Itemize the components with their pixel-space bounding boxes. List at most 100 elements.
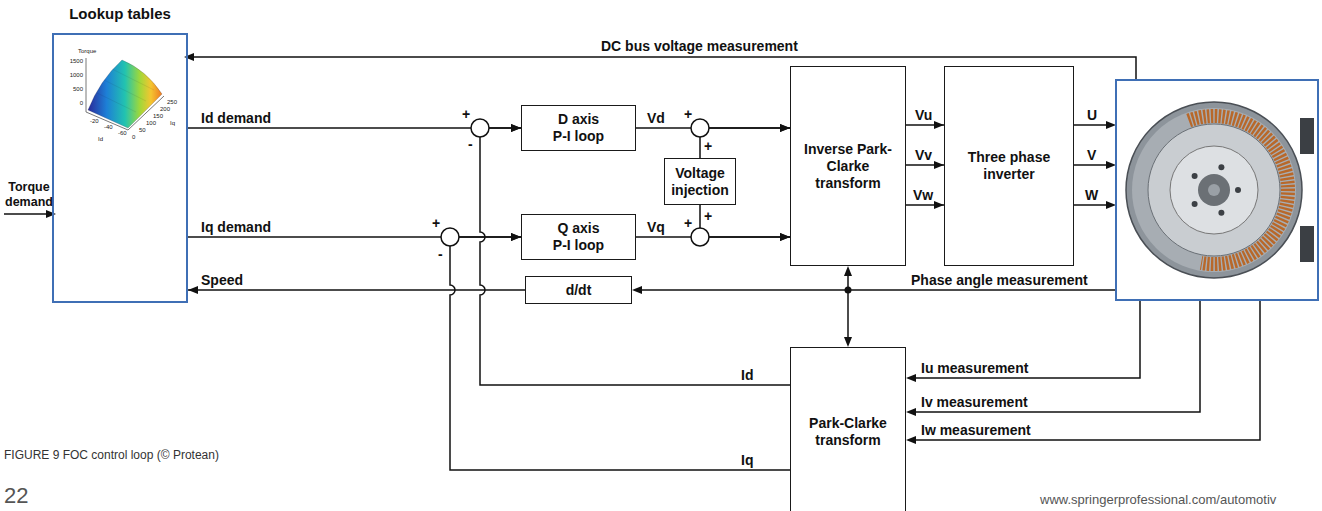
- signal-connector: [480, 128, 790, 385]
- motor-hub: [1170, 146, 1258, 234]
- connector-line: [906, 164, 944, 166]
- signal-label: Speed: [200, 272, 244, 288]
- transform-box: Park-Clarke transform: [790, 347, 906, 511]
- signal-connector: [906, 165, 944, 166]
- connector-line: [700, 205, 790, 237]
- figure-caption: FIGURE 9 FOC control loop (© Protean): [4, 448, 219, 463]
- signal-label: Iq: [740, 452, 754, 468]
- axis-tick-label: 250: [167, 99, 177, 105]
- summing-junction: [691, 228, 709, 246]
- motor-frame: [1116, 80, 1318, 300]
- signal-label: U: [1086, 107, 1098, 123]
- box-label: Park-Clarke transform: [798, 415, 898, 449]
- box-label: D axis P-I loop: [551, 111, 607, 145]
- signal-label: Id demand: [200, 110, 272, 126]
- controller-box: Q axis P-I loop: [521, 214, 636, 260]
- measurement-line: [847, 290, 849, 337]
- summing-junction: [691, 119, 709, 137]
- arrowhead: [906, 408, 916, 416]
- inverter-box: Three phase inverter: [944, 66, 1074, 266]
- signal-label: W: [1084, 187, 1099, 203]
- summing-junction: [471, 119, 489, 137]
- summing-junction: [441, 228, 459, 246]
- inverter-module: [1300, 118, 1314, 154]
- phase-wire: [1073, 124, 1106, 126]
- signal-label: Iu measurement: [920, 360, 1029, 376]
- signal-label: Vv: [914, 147, 933, 163]
- signal-connector: [906, 125, 944, 126]
- box-label: Voltage injection: [670, 165, 730, 199]
- wheel-bolt: [1235, 187, 1241, 193]
- arrowhead: [844, 337, 852, 347]
- measurement-line: [916, 300, 1260, 440]
- injection-box: Voltage injection: [664, 158, 736, 205]
- signal-label: Vw: [912, 187, 934, 203]
- input-line: [4, 213, 46, 215]
- axis-tick-label: 100: [146, 120, 156, 126]
- signal-connector: [188, 290, 525, 291]
- signal-label: Id: [740, 367, 754, 383]
- sign-symbol: -: [438, 246, 443, 262]
- phase-wire: [1073, 164, 1106, 166]
- arrowhead: [1106, 201, 1116, 209]
- motor-rim: [1132, 108, 1296, 272]
- wheel-bolt: [1218, 210, 1224, 216]
- hub-centre: [1198, 174, 1230, 206]
- connector-line: [700, 128, 790, 158]
- signal-label: Vd: [646, 110, 666, 126]
- connector-line: [450, 237, 790, 470]
- axis-tick-label: 1500: [70, 58, 83, 64]
- measurement-line: [916, 300, 1200, 412]
- signal-label: Iq demand: [200, 219, 272, 235]
- arrowhead: [906, 436, 916, 444]
- box-label: Q axis P-I loop: [551, 220, 607, 254]
- signal-label: Iv measurement: [920, 394, 1029, 410]
- page-number: 22: [4, 484, 28, 508]
- sign-symbol: +: [704, 138, 712, 154]
- signal-label: Vq: [646, 219, 666, 235]
- phase-wire: [1073, 204, 1106, 206]
- surface-mesh: [97, 69, 154, 112]
- sign-symbol: +: [432, 215, 440, 231]
- sign-symbol: -: [468, 136, 473, 152]
- signal-label: Iw measurement: [920, 422, 1032, 438]
- arrowhead: [844, 266, 852, 276]
- arrowhead: [46, 210, 56, 218]
- axis-tick-label: -60: [118, 130, 127, 136]
- connector-line: [188, 289, 525, 291]
- connector-line: [480, 128, 790, 385]
- signal-connector: [906, 205, 944, 206]
- stator-ring: [1148, 124, 1280, 256]
- box-label: Inverse Park-Clarke transform: [798, 141, 898, 192]
- box-label: Three phase inverter: [950, 149, 1068, 183]
- axis-tick-label: 1000: [70, 72, 83, 78]
- derivative-box: d/dt: [525, 276, 632, 304]
- axis-tick-label: -20: [90, 118, 99, 124]
- axis-tick-label: Iq: [170, 120, 175, 126]
- signal-label: Vu: [914, 107, 933, 123]
- transform-box: Inverse Park-Clarke transform: [790, 66, 906, 266]
- axis-tick-label: 0: [132, 134, 135, 140]
- connector-line: [636, 236, 790, 238]
- arrowhead: [184, 53, 194, 61]
- measurement-line: [916, 300, 1140, 378]
- sign-symbol: +: [704, 208, 712, 224]
- sign-symbol: +: [684, 106, 692, 122]
- axis-tick-label: Id: [98, 136, 103, 142]
- hub-centre: [1208, 184, 1220, 196]
- connector-line: [906, 204, 944, 206]
- arrowhead: [632, 286, 642, 294]
- signal-connector: [636, 237, 790, 238]
- signal-label: V: [1086, 147, 1097, 163]
- plot-axis: [86, 58, 87, 112]
- axis-tick-label: 150: [153, 113, 163, 119]
- arrowhead: [906, 374, 916, 382]
- signal-label: DC bus voltage measurement: [600, 38, 799, 54]
- panel-heading: Lookup tables: [52, 4, 188, 24]
- lookup-table-panel: Lookup tables: [52, 4, 188, 303]
- axis-tick-label: 50: [139, 127, 146, 133]
- axis-tick-label: 0: [80, 100, 83, 106]
- sign-symbol: +: [684, 215, 692, 231]
- torque-surface: [88, 60, 162, 128]
